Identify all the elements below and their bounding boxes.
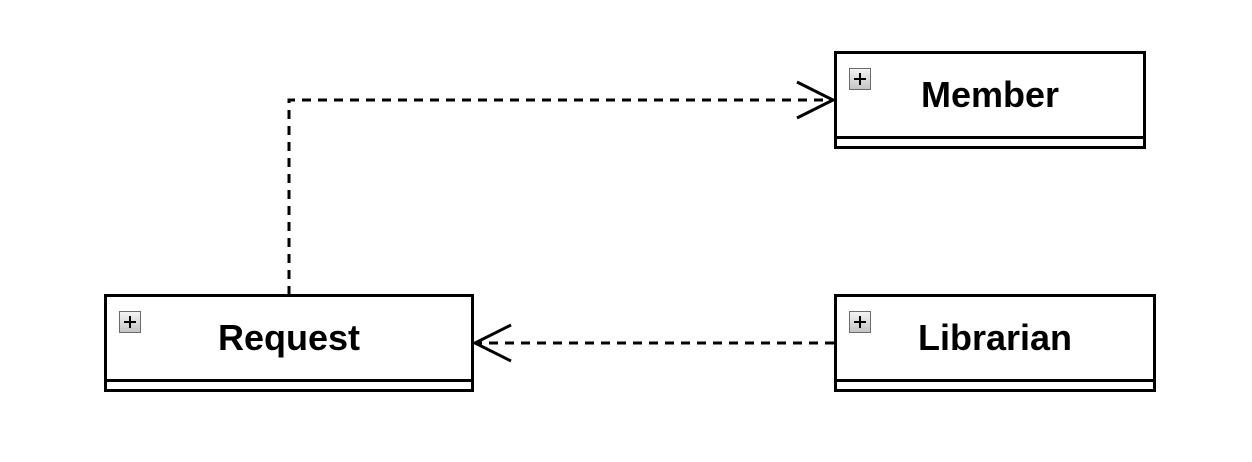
arrowhead-request [471, 323, 512, 363]
expand-icon[interactable] [119, 311, 141, 333]
class-librarian[interactable]: Librarian [834, 294, 1156, 392]
class-name-compartment: Librarian [837, 297, 1153, 382]
class-name-compartment: Member [837, 54, 1143, 139]
class-member[interactable]: Member [834, 51, 1146, 149]
class-name-member: Member [920, 74, 1060, 115]
class-name-librarian: Librarian [917, 317, 1073, 358]
class-name-compartment: Request [107, 297, 471, 382]
members-compartment [837, 382, 1153, 389]
members-compartment [107, 382, 471, 389]
expand-icon[interactable] [849, 68, 871, 90]
members-compartment [837, 139, 1143, 146]
arrowhead-member [796, 80, 837, 120]
dependency-request-to-member[interactable] [287, 98, 833, 295]
class-name-request: Request [217, 317, 361, 358]
expand-icon[interactable] [849, 311, 871, 333]
class-request[interactable]: Request [104, 294, 474, 392]
